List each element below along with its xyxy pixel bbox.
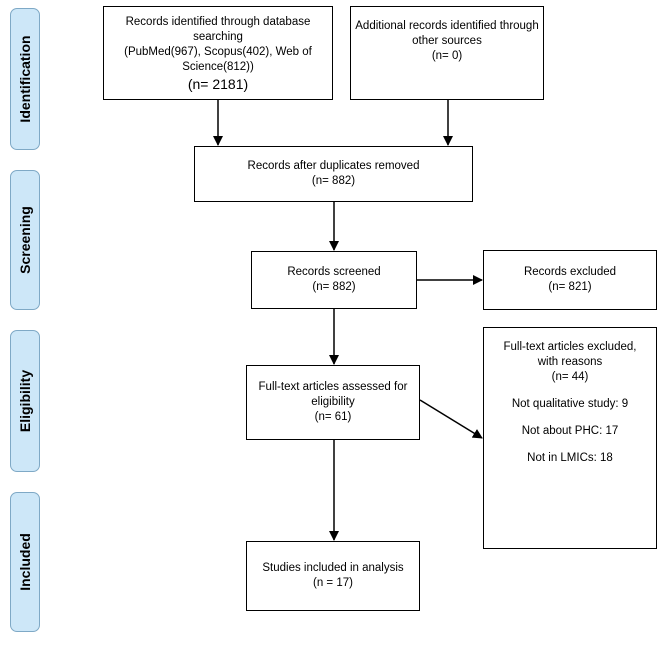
records-excluded-line-1: Records excluded	[523, 266, 617, 278]
duplicates-removed-line-2: (n= 882)	[311, 175, 356, 187]
fulltext-excluded-line-1: Full-text articles excluded,	[503, 341, 637, 353]
database-records-count: (n= 2181)	[187, 76, 249, 92]
arrow-fulltext-to-excluded	[419, 399, 483, 439]
box-studies-included: Studies included in analysis (n = 17)	[246, 541, 420, 611]
database-records-line-1: Records identified through database	[125, 16, 311, 28]
box-duplicates-removed: Records after duplicates removed (n= 882…	[194, 146, 473, 202]
other-sources-line-1: Additional records identified through	[355, 20, 539, 32]
records-excluded-line-2: (n= 821)	[548, 281, 592, 293]
phase-tab-eligibility: Eligibility	[10, 330, 40, 472]
box-fulltext-assessed: Full-text articles assessed for eligibil…	[246, 365, 420, 440]
exclusion-reason-not-phc: Not about PHC: 17	[521, 425, 619, 437]
database-records-line-4: Science(812))	[182, 61, 254, 73]
box-records-excluded: Records excluded (n= 821)	[483, 250, 657, 310]
records-screened-line-2: (n= 882)	[312, 281, 356, 293]
fulltext-excluded-line-3: (n= 44)	[551, 371, 589, 383]
fulltext-excluded-line-2: with reasons	[537, 356, 603, 368]
other-sources-line-2: other sources	[412, 35, 482, 47]
fulltext-assessed-line-2: eligibility	[311, 396, 355, 408]
fulltext-assessed-line-1: Full-text articles assessed for	[258, 381, 408, 393]
box-database-records: Records identified through database sear…	[103, 6, 333, 100]
database-records-line-2: searching	[193, 31, 243, 43]
other-sources-line-3: (n= 0)	[431, 50, 463, 62]
phase-tab-screening: Screening	[10, 170, 40, 310]
exclusion-reason-not-lmics: Not in LMICs: 18	[527, 452, 613, 464]
fulltext-assessed-line-3: (n= 61)	[314, 411, 352, 423]
phase-tab-included: Included	[10, 492, 40, 632]
box-other-sources: Additional records identified through ot…	[350, 6, 544, 100]
studies-included-line-2: (n = 17)	[313, 577, 353, 589]
exclusion-reason-not-qualitative: Not qualitative study: 9	[511, 398, 629, 410]
box-records-screened: Records screened (n= 882)	[251, 251, 417, 309]
database-records-line-3: (PubMed(967), Scopus(402), Web of	[124, 46, 312, 58]
records-screened-line-1: Records screened	[287, 266, 381, 278]
phase-tab-identification: Identification	[10, 8, 40, 150]
duplicates-removed-line-1: Records after duplicates removed	[247, 160, 420, 172]
studies-included-line-1: Studies included in analysis	[262, 562, 404, 574]
box-fulltext-excluded: Full-text articles excluded, with reason…	[483, 327, 657, 549]
